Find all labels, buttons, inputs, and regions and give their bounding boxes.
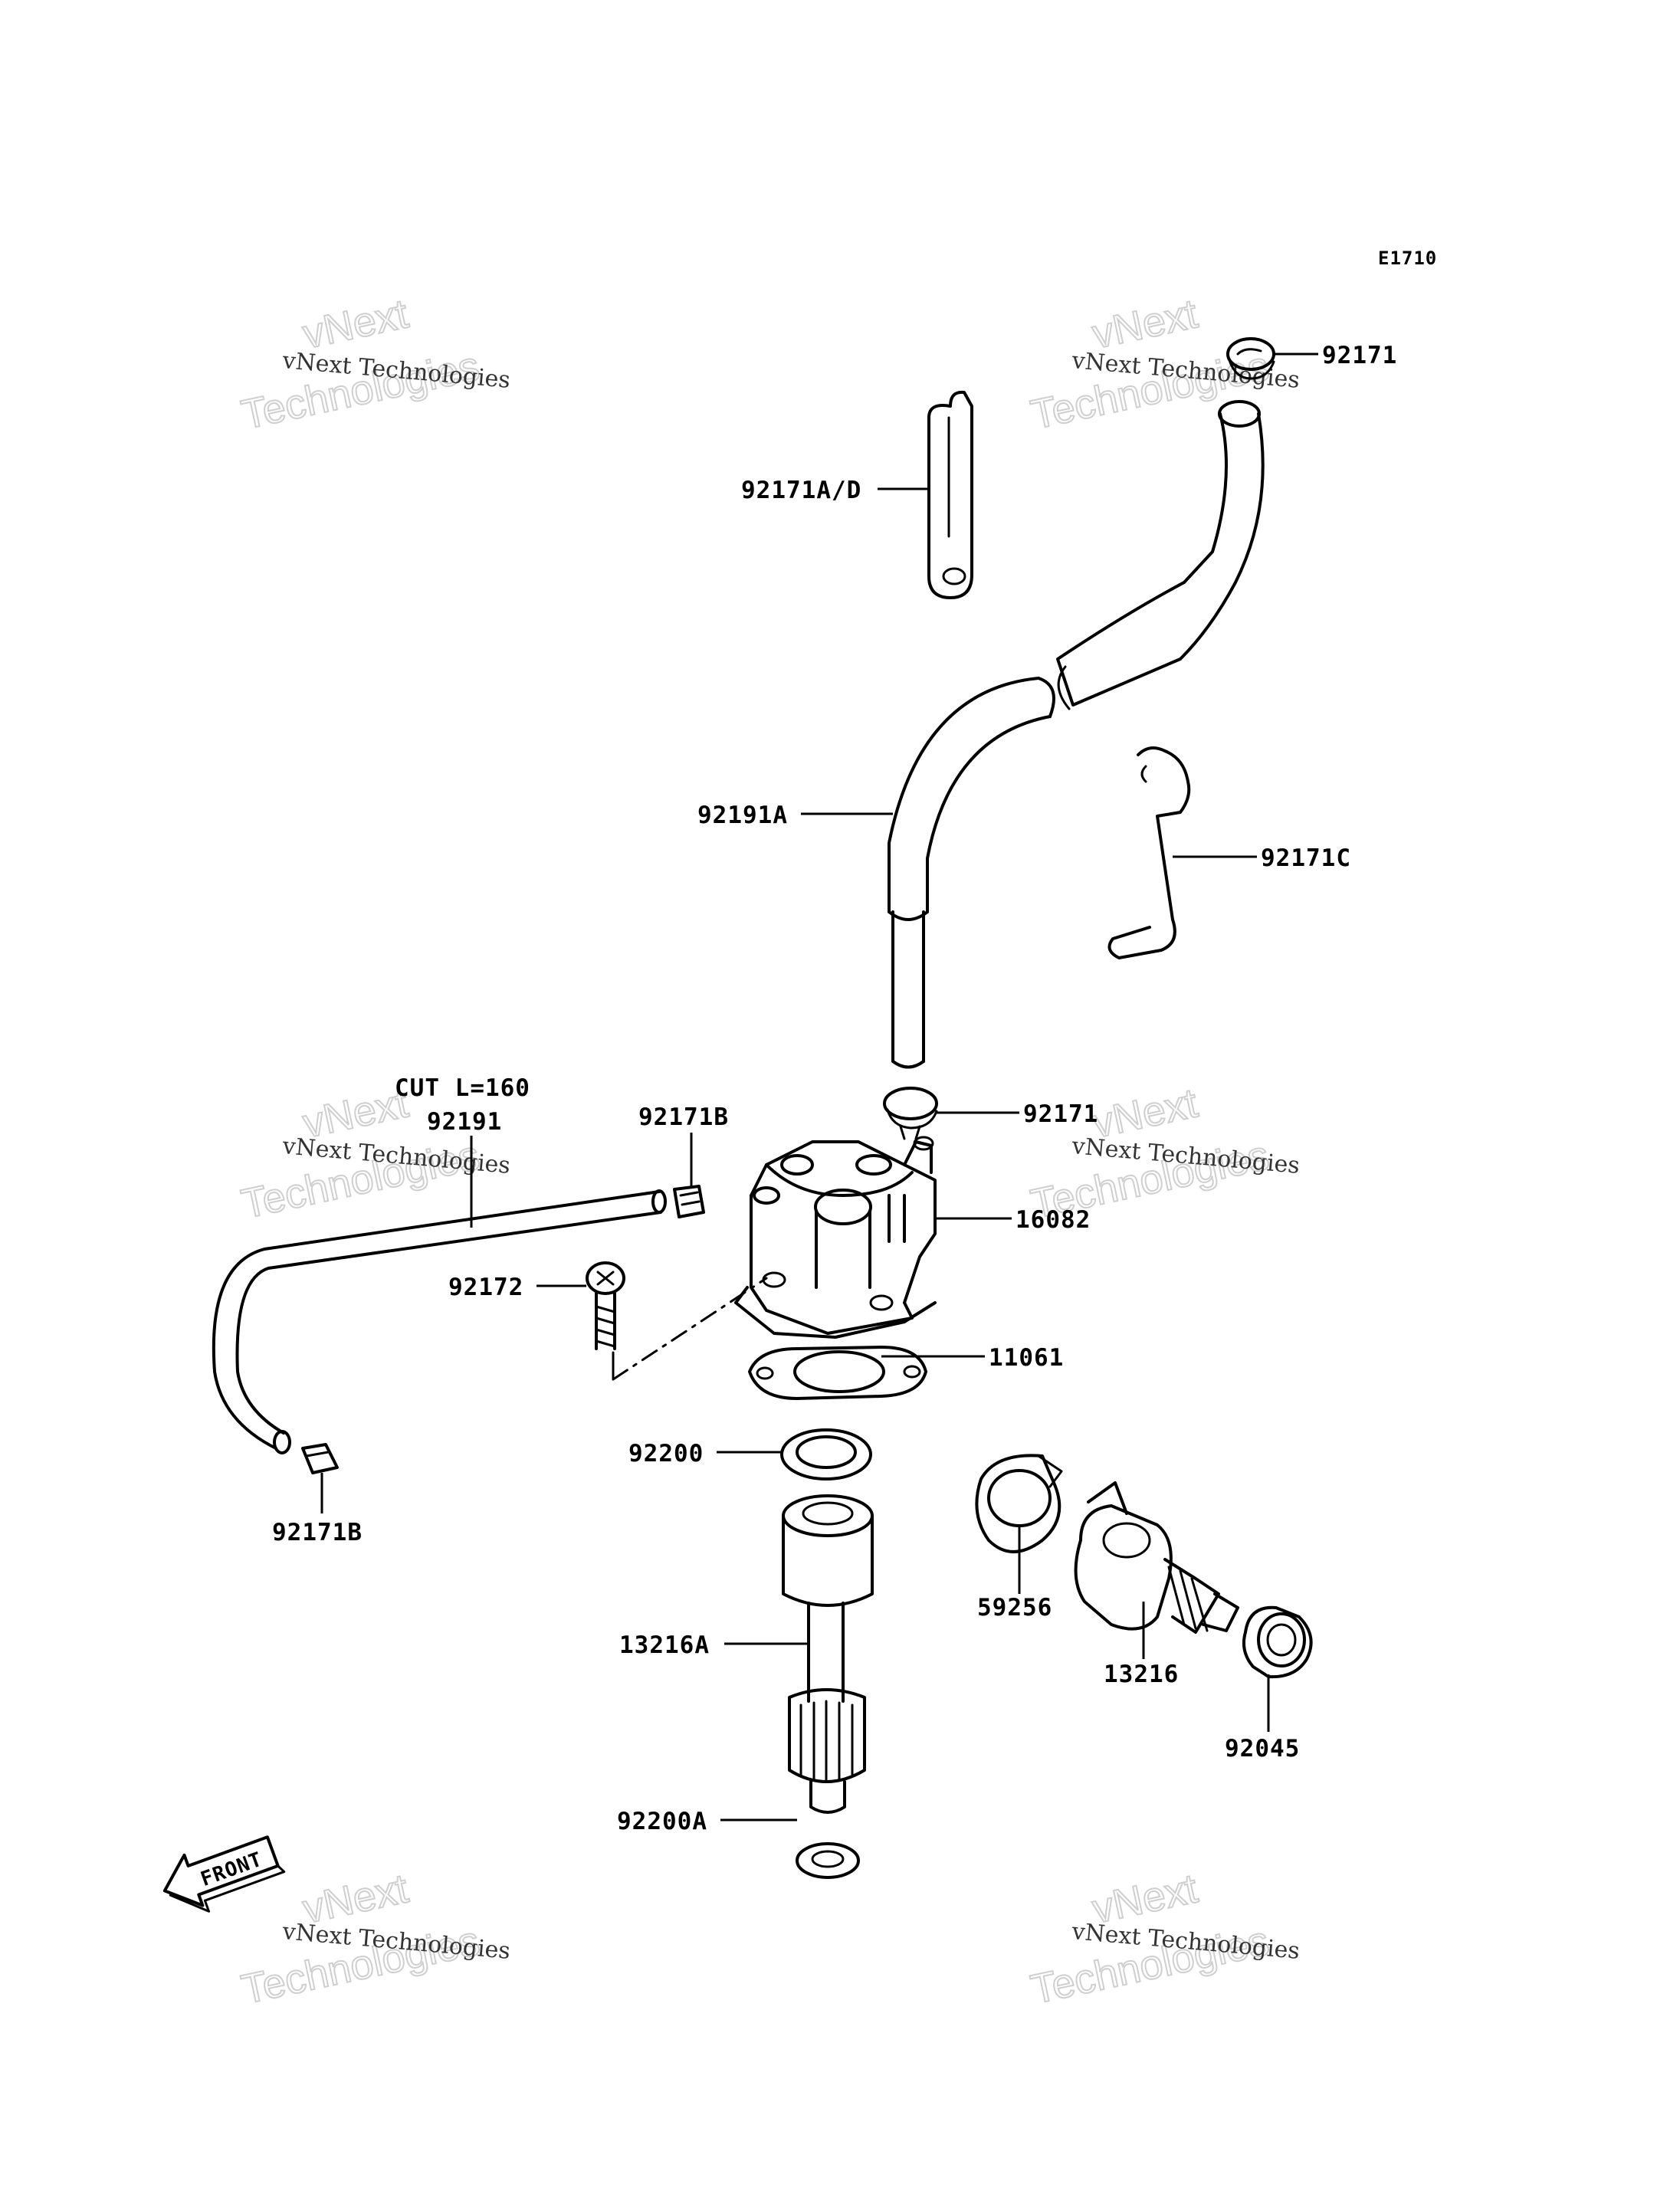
label-92171B-bottom: 92171B <box>272 1519 363 1546</box>
clip-92171B-bottom <box>301 1443 339 1474</box>
alignment-line <box>612 1277 768 1381</box>
clamp-92171-mid <box>883 1087 938 1140</box>
watermark-big-line1: vNext <box>1088 290 1202 357</box>
pump-body-16082 <box>734 1136 937 1339</box>
watermark-top-left: vNext Technologies vNext Technologies <box>237 290 511 438</box>
label-92200: 92200 <box>628 1440 704 1467</box>
gasket-11061 <box>748 1346 927 1400</box>
bushing-59256 <box>975 1454 1063 1553</box>
label-92172: 92172 <box>448 1274 523 1301</box>
label-11061: 11061 <box>989 1344 1064 1372</box>
shaft-13216A <box>782 1494 874 1814</box>
label-92171AD: 92171A/D <box>741 477 861 504</box>
clip-92171C <box>1107 746 1191 959</box>
label-13216A: 13216A <box>619 1631 710 1659</box>
washer-92200 <box>780 1428 872 1481</box>
watermark-bottom-right: vNext Technologies vNext Technologies <box>1026 1864 1301 2013</box>
bearing-92045 <box>1242 1605 1313 1679</box>
hose-92191 <box>212 1189 667 1454</box>
watermark-bottom-left: vNext Technologies vNext Technologies <box>237 1864 511 2013</box>
label-92171-top: 92171 <box>1322 342 1397 369</box>
label-59256: 59256 <box>977 1594 1052 1622</box>
hose-92191A-lower <box>888 677 1055 1069</box>
watermark-big-line1: vNext <box>299 290 412 357</box>
label-92171B-top: 92171B <box>638 1103 729 1131</box>
front-direction-arrow: FRONT <box>162 1835 286 1913</box>
bracket-92171AD <box>927 390 973 599</box>
clip-92171B-top <box>673 1185 705 1218</box>
label-92045: 92045 <box>1225 1735 1300 1763</box>
label-92191A: 92191A <box>697 802 788 829</box>
label-92171-mid: 92171 <box>1023 1100 1098 1128</box>
label-92200A: 92200A <box>617 1808 707 1835</box>
diagram-code: E1710 <box>1378 248 1437 269</box>
bolt-92172 <box>586 1261 625 1350</box>
label-13216: 13216 <box>1104 1661 1179 1688</box>
label-16082: 16082 <box>1016 1206 1091 1234</box>
label-92191: 92191 <box>427 1108 502 1136</box>
label-92171C: 92171C <box>1261 844 1351 872</box>
washer-92200A <box>796 1842 860 1879</box>
hose-92191A-upper <box>1056 400 1265 710</box>
label-cut-note: CUT L=160 <box>395 1074 530 1102</box>
driven-gear-13216 <box>1074 1481 1239 1634</box>
front-label: FRONT <box>198 1848 266 1891</box>
leader-lines <box>320 353 1318 1822</box>
